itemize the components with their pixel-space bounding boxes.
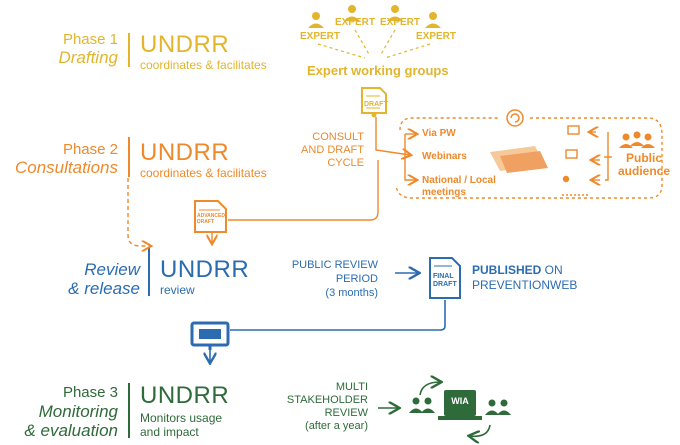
published-rest: ON [541, 263, 563, 277]
expert-group-title: Expert working groups [307, 63, 449, 78]
review-block: Review & release [60, 260, 140, 298]
phase3-sub2: & evaluation [24, 421, 118, 440]
channel-national-line2: meetings [422, 187, 466, 198]
multi-block: MULTI STAKEHOLDER REVIEW (after a year) [268, 381, 368, 433]
final-doc-line1: FINAL [433, 273, 454, 280]
review-divider [148, 248, 150, 296]
channel-national-line1: National / Local [422, 175, 496, 186]
channel-national: National / Local meetings [422, 175, 496, 199]
public-review-line3: (3 months) [325, 287, 378, 299]
phase2-to-review-arrow [127, 178, 150, 246]
phase1-sub: Drafting [58, 48, 118, 67]
published-bold: PUBLISHED [472, 263, 542, 277]
phase2-org: UNDRR [140, 139, 230, 166]
wia-laptop-icon [438, 390, 482, 420]
public-line2: audience [618, 164, 671, 178]
expert-label-4: EXPERT [416, 31, 457, 42]
consult-block: CONSULT AND DRAFT CYCLE [284, 131, 364, 170]
draft-doc-label: DRAFT [364, 101, 388, 108]
public-line1: Public [626, 151, 663, 165]
phase3-org-sub1: Monitors usage [140, 411, 223, 425]
final-draft-document-icon [429, 257, 461, 299]
phase3-org: UNDRR [140, 382, 230, 409]
multi-line4: (after a year) [305, 420, 368, 432]
published-block: PUBLISHED ON PREVENTIONWEB [472, 263, 577, 293]
multi-line2: STAKEHOLDER [286, 394, 368, 406]
advanced-doc-line2: DRAFT [197, 219, 214, 225]
consult-line2: AND DRAFT [301, 144, 364, 156]
multi-line3: REVIEW [324, 407, 368, 419]
final-doc-label: FINAL DRAFT [433, 273, 457, 289]
consult-line1: CONSULT [312, 131, 364, 143]
phase3-org-sub2: and impact [140, 425, 199, 439]
public-review-line1: PUBLIC REVIEW [291, 259, 378, 271]
channel-via-pw: Via PW [422, 128, 456, 139]
public-review-block: PUBLIC REVIEW PERIOD (3 months) [278, 258, 378, 300]
phase1-org-block: UNDRR coordinates & facilitates [140, 31, 267, 73]
phase2-divider [128, 137, 130, 177]
stakeholders-right-icon [485, 399, 511, 415]
consult-line3: CYCLE [327, 157, 364, 169]
phase3-sub1: Monitoring [38, 402, 118, 421]
phase1-label: Phase 1 [62, 31, 118, 48]
final-doc-line2: DRAFT [433, 281, 457, 288]
public-audience-icon [619, 131, 655, 148]
consult-cycle-loop [395, 117, 663, 199]
review-line1: Review [84, 260, 140, 279]
advanced-doc-line1: ADVANCED [197, 213, 225, 219]
phase2-org-sub: coordinates & facilitates [140, 166, 267, 180]
expert-label-1: EXPERT [300, 31, 341, 42]
advanced-draft-document-icon [194, 200, 227, 233]
expert-icons [308, 5, 441, 28]
review-org-sub: review [160, 283, 195, 297]
published-line2: PREVENTIONWEB [472, 278, 578, 292]
phase2-sub: Consultations [14, 158, 118, 177]
refresh-icon [506, 109, 524, 127]
advanced-doc-label: ADVANCED DRAFT [197, 213, 225, 225]
expert-label-2: EXPERT [335, 17, 376, 28]
phase1-block: Phase 1 Drafting [20, 31, 118, 67]
phase3-block: Phase 3 Monitoring & evaluation [0, 383, 118, 440]
phase2-block: Phase 2 Consultations [0, 141, 118, 177]
phase2-label: Phase 2 [62, 141, 118, 158]
draft-document-icon [361, 87, 387, 114]
advanced-to-cycle-line [228, 160, 379, 221]
monitor-icon [190, 321, 230, 350]
review-org: UNDRR [160, 256, 250, 283]
phase1-org-sub: coordinates & facilitates [140, 58, 267, 72]
phase3-divider [128, 383, 130, 438]
expert-label-3: EXPERT [380, 17, 421, 28]
stakeholders-left-icon [409, 397, 435, 413]
phase1-org: UNDRR [140, 31, 230, 58]
phase2-org-block: UNDRR coordinates & facilitates [140, 139, 267, 181]
final-to-monitor-line [230, 300, 446, 331]
phase1-divider [128, 33, 130, 67]
wia-label: WIA [451, 396, 469, 406]
channel-webinars: Webinars [422, 151, 467, 162]
public-review-line2: PERIOD [335, 273, 378, 285]
review-line2: & release [68, 279, 140, 298]
draft-to-webinars-arrow [375, 117, 410, 155]
expert-connectors [317, 29, 431, 59]
phase3-org-block: UNDRR Monitors usage and impact [140, 382, 230, 440]
review-org-block: UNDRR review [160, 256, 250, 298]
multi-line1: MULTI [335, 381, 368, 393]
documents-stack-icon [490, 146, 548, 173]
phase3-label: Phase 3 [62, 384, 118, 401]
device-icons [562, 125, 580, 183]
public-audience-block: Public audience [618, 152, 670, 178]
